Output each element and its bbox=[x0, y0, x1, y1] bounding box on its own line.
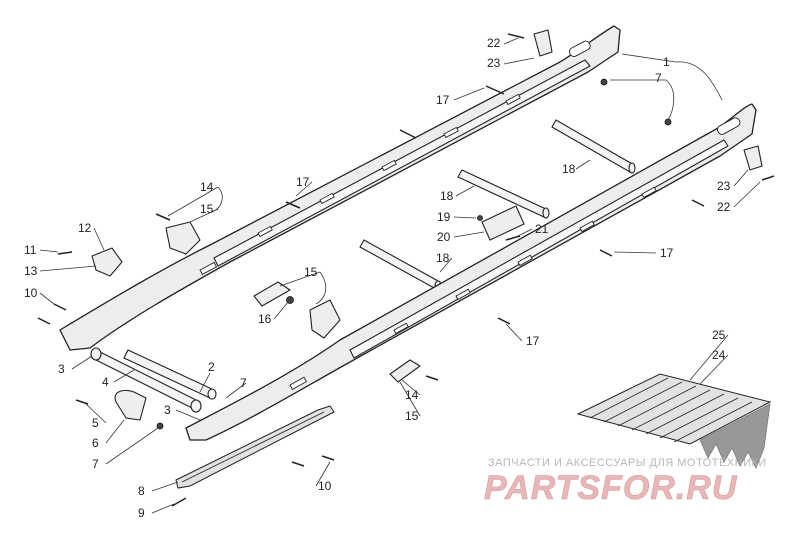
watermark-logo: PARTSFOR.RU bbox=[484, 469, 738, 507]
callout-c8: 8 bbox=[138, 484, 145, 498]
callout-c17c: 17 bbox=[660, 246, 674, 260]
callout-c18a: 18 bbox=[562, 162, 576, 176]
callout-c17b: 17 bbox=[296, 175, 310, 189]
callout-c21: 21 bbox=[535, 222, 549, 236]
callout-c22b: 22 bbox=[717, 200, 731, 214]
callout-c17a: 17 bbox=[436, 93, 450, 107]
callout-c4: 4 bbox=[102, 375, 109, 389]
callout-c24: 24 bbox=[712, 348, 726, 362]
callout-c22a: 22 bbox=[487, 36, 501, 50]
callout-c12: 12 bbox=[78, 221, 92, 235]
callout-c3b: 3 bbox=[164, 403, 171, 417]
lower-rail bbox=[185, 103, 757, 441]
callout-c5: 5 bbox=[92, 416, 99, 430]
callout-c10b: 10 bbox=[318, 479, 332, 493]
lower-rail-slots bbox=[289, 117, 741, 390]
callout-c13: 13 bbox=[24, 264, 38, 278]
callout-c3a: 3 bbox=[58, 362, 65, 376]
slide-rail bbox=[171, 405, 335, 507]
callout-c15a: 15 bbox=[200, 202, 214, 216]
upper-rail-slots bbox=[199, 40, 591, 276]
callout-c25: 25 bbox=[712, 328, 726, 342]
callout-c16: 16 bbox=[258, 312, 272, 326]
callout-c15c: 15 bbox=[405, 409, 419, 423]
watermark: ЗАПЧАСТИ И АКСЕССУАРЫ ДЛЯ МОТОТЕХНИКИ PA… bbox=[484, 457, 767, 507]
bolts bbox=[37, 33, 775, 467]
callout-c15b: 15 bbox=[304, 265, 318, 279]
callout-c23a: 23 bbox=[487, 56, 501, 70]
callout-c17d: 17 bbox=[526, 334, 540, 348]
callout-c18c: 18 bbox=[436, 251, 450, 265]
callout-c11: 11 bbox=[24, 243, 37, 257]
callout-c7a: 7 bbox=[655, 71, 662, 85]
callout-c18b: 18 bbox=[440, 189, 454, 203]
cross-shafts bbox=[359, 119, 636, 292]
track-section bbox=[576, 373, 772, 469]
callout-c1: 1 bbox=[663, 55, 670, 69]
callout-c14a: 14 bbox=[200, 180, 214, 194]
front-axle-assembly bbox=[90, 347, 217, 430]
mounting-brackets bbox=[91, 29, 763, 383]
callout-c20: 20 bbox=[437, 230, 451, 244]
leader-lines bbox=[39, 37, 761, 514]
upper-rail bbox=[59, 25, 621, 351]
callout-c19: 19 bbox=[437, 210, 451, 224]
callout-c9: 9 bbox=[138, 506, 145, 520]
watermark-tagline: ЗАПЧАСТИ И АКСЕССУАРЫ ДЛЯ МОТОТЕХНИКИ bbox=[488, 457, 767, 469]
callout-c10a: 10 bbox=[24, 286, 38, 300]
callout-c6: 6 bbox=[92, 436, 99, 450]
callout-c2: 2 bbox=[208, 360, 215, 374]
callout-c7b: 7 bbox=[240, 376, 247, 390]
callout-c23b: 23 bbox=[717, 179, 731, 193]
callout-c14b: 14 bbox=[405, 388, 419, 402]
callout-c7c: 7 bbox=[92, 457, 99, 471]
